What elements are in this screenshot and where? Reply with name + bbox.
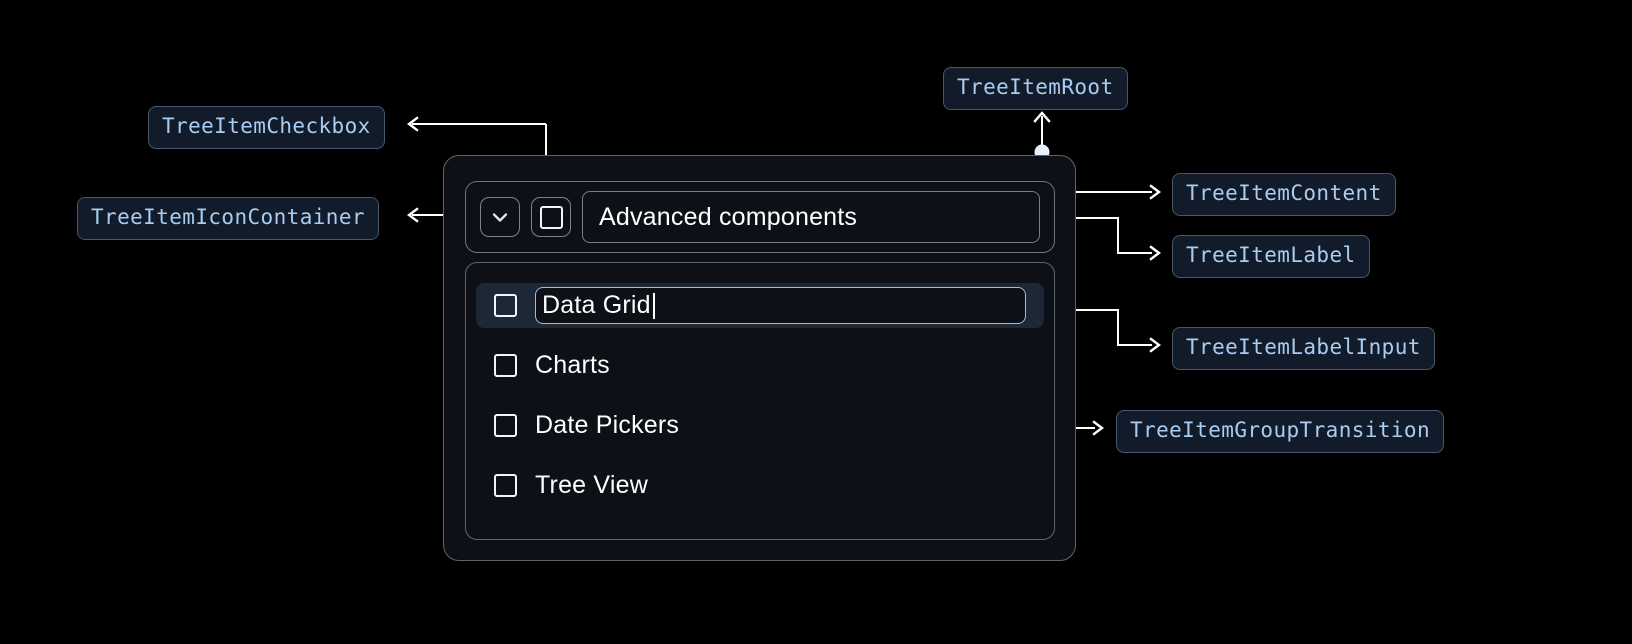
annotation-chip-tree-item-root[interactable]: TreeItemRoot xyxy=(943,67,1128,110)
connector-tree-item-content xyxy=(1055,191,1152,193)
annotation-chip-tree-item-label[interactable]: TreeItemLabel xyxy=(1172,235,1370,278)
arrowhead-left-tree-item-icon-container xyxy=(404,207,422,225)
connector-tree-item-label-h1 xyxy=(1042,217,1119,219)
arrowhead-right-tree-item-label xyxy=(1146,245,1164,263)
annotation-chip-tree-item-group-transition[interactable]: TreeItemGroupTransition xyxy=(1116,410,1444,453)
tree-item-row-charts[interactable]: Charts xyxy=(476,343,1044,388)
checkbox-unchecked-icon xyxy=(539,205,563,229)
connector-tree-item-label-h2 xyxy=(1117,252,1152,254)
tree-item-group-transition: Data Grid Charts Date Pickers Tree View xyxy=(465,262,1055,540)
annotation-chip-tree-item-content[interactable]: TreeItemContent xyxy=(1172,173,1396,216)
annotation-chip-tree-item-icon-container[interactable]: TreeItemIconContainer xyxy=(77,197,379,240)
checkbox-unchecked-icon[interactable] xyxy=(494,474,517,497)
checkbox-unchecked-icon[interactable] xyxy=(494,294,517,317)
arrowhead-up-tree-item-root xyxy=(1033,110,1051,128)
tree-item-row-data-grid[interactable]: Data Grid xyxy=(476,283,1044,328)
connector-tree-item-checkbox-h xyxy=(412,123,546,125)
connector-tree-item-label-input-v xyxy=(1117,309,1119,346)
annotation-chip-tree-item-label-input[interactable]: TreeItemLabelInput xyxy=(1172,327,1435,370)
connector-tree-item-label-input-h2 xyxy=(1117,344,1152,346)
connector-tree-item-label-input-h1 xyxy=(1042,309,1119,311)
tree-item-label-text: Date Pickers xyxy=(535,411,680,439)
arrowhead-left-tree-item-checkbox xyxy=(404,116,422,134)
tree-item-icon-container[interactable] xyxy=(480,197,520,237)
annotation-chip-tree-item-checkbox[interactable]: TreeItemCheckbox xyxy=(148,106,385,149)
connector-tree-item-root xyxy=(1041,116,1043,153)
tree-item-label-text: Advanced components xyxy=(599,202,858,231)
tree-item-label-text: Charts xyxy=(535,351,610,379)
text-caret xyxy=(652,292,655,319)
arrowhead-right-tree-item-group-transition xyxy=(1089,420,1107,438)
arrowhead-right-tree-item-content xyxy=(1146,184,1164,202)
tree-item-row-date-pickers[interactable]: Date Pickers xyxy=(476,403,1044,448)
tree-item-label-input[interactable]: Data Grid xyxy=(535,287,1026,324)
tree-item-root[interactable]: Advanced components Data Grid Charts Dat… xyxy=(443,155,1076,561)
arrowhead-right-tree-item-label-input xyxy=(1146,337,1164,355)
tree-item-label[interactable]: Advanced components xyxy=(582,191,1040,243)
checkbox-unchecked-icon[interactable] xyxy=(494,414,517,437)
tree-item-checkbox[interactable] xyxy=(531,197,571,237)
tree-item-content[interactable]: Advanced components xyxy=(465,181,1055,253)
connector-tree-item-label-v xyxy=(1117,217,1119,254)
tree-item-label-text: Tree View xyxy=(535,471,648,499)
chevron-down-icon xyxy=(488,205,512,229)
tree-item-row-tree-view[interactable]: Tree View xyxy=(476,463,1044,508)
checkbox-unchecked-icon[interactable] xyxy=(494,354,517,377)
tree-item-label-input-value: Data Grid xyxy=(542,291,651,319)
